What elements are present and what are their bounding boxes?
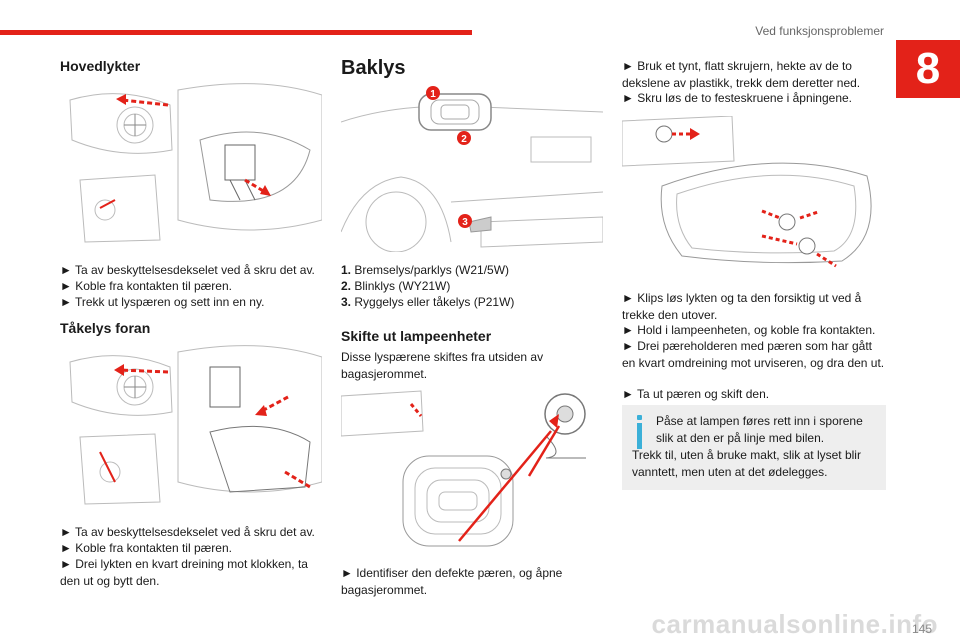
- instruction-step: ► Klips løs lykten og ta den forsiktig u…: [622, 291, 862, 322]
- instruction-step: ► Hold i lampeenheten, og koble fra kont…: [622, 323, 876, 337]
- instruction-step: ► Identifiser den defekte pæren, og åpne…: [341, 566, 563, 597]
- instruction-step: ► Ta av beskyttelsesdekselet ved å skru …: [60, 525, 315, 539]
- instruction-step: ► Drei pæreholderen med pæren som har gå…: [622, 339, 885, 370]
- fog-lamp-illustration: [69, 345, 322, 505]
- section-title-baklys: Baklys: [341, 57, 406, 79]
- running-head: Ved funksjonsproblemer: [755, 24, 884, 38]
- instruction-step: ► Ta ut pæren og skift den.: [622, 387, 770, 401]
- legend-item: 3. Ryggelys eller tåkelys (P21W): [341, 294, 603, 311]
- chapter-tab: 8: [896, 40, 960, 98]
- lamp-unit-removal-illustration: [341, 390, 586, 547]
- legend-number: 3.: [341, 295, 352, 309]
- info-note: Påse at lampen føres rett inn i sporene …: [622, 405, 886, 490]
- legend-item: 1. Bremselys/parklys (W21/5W): [341, 262, 603, 279]
- rear-lamp-screws-illustration: [622, 116, 872, 268]
- legend-item: 2. Blinklys (WY21W): [341, 278, 603, 295]
- instruction-step: ► Drei lykten en kvart dreining mot klok…: [60, 557, 308, 588]
- instruction-step: ► Skru løs de to festeskruene i åpningen…: [622, 91, 853, 105]
- top-accent-bar: [0, 30, 472, 35]
- callout-3: 3: [462, 217, 468, 228]
- paragraph: Disse lyspærene skiftes fra utsiden av b…: [341, 350, 544, 381]
- section-title-skifte: Skifte ut lampeenheter: [341, 328, 492, 344]
- page-number: 145: [911, 622, 932, 636]
- callout-2: 2: [461, 134, 467, 145]
- legend-text: Bremselys/parklys (W21/5W): [354, 263, 510, 277]
- info-icon: [634, 413, 648, 449]
- instruction-step: ► Trekk ut lyspæren og sett inn en ny.: [60, 295, 265, 309]
- note-text: Påse at lampen føres rett inn i sporene …: [656, 414, 863, 445]
- watermark: carmanualsonline.info: [651, 609, 938, 639]
- legend-number: 1.: [341, 263, 352, 277]
- legend-text: Ryggelys eller tåkelys (P21W): [354, 295, 515, 309]
- instruction-step: ► Bruk et tynt, flatt skrujern, hekte av…: [622, 59, 861, 90]
- instruction-step: ► Koble fra kontakten til pæren.: [60, 279, 232, 293]
- section-title-takelys: Tåkelys foran: [60, 320, 151, 336]
- note-text: Trekk til, uten å bruke makt, slik at ly…: [632, 448, 861, 479]
- instruction-step: ► Ta av beskyttelsesdekselet ved å skru …: [60, 263, 315, 277]
- instruction-step: ► Koble fra kontakten til pæren.: [60, 541, 232, 555]
- rear-lights-illustration: 1 2 3: [341, 86, 603, 252]
- section-title-hovedlykter: Hovedlykter: [60, 58, 141, 74]
- callout-1: 1: [430, 89, 436, 100]
- headlamp-illustration: [69, 83, 322, 243]
- legend-text: Blinklys (WY21W): [354, 279, 451, 293]
- legend-number: 2.: [341, 279, 352, 293]
